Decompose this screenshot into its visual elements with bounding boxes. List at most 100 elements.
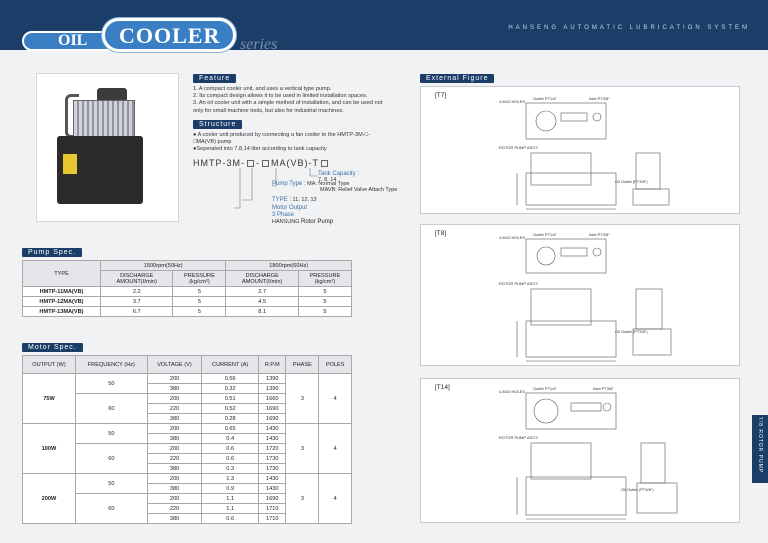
rpm-cell: 1720 xyxy=(258,443,287,454)
cooler-badge: COOLER xyxy=(102,18,236,52)
frequency-cell: 60 xyxy=(74,393,148,424)
feature-item: 3. An oil cooler unit with a simple meth… xyxy=(193,100,383,114)
pump-type-annotation: Pump Type : MA: Normal Type MAVB: Relief… xyxy=(272,181,397,193)
value-cell: 5 xyxy=(297,306,353,317)
table-row: 60 200 1.1 1690 xyxy=(23,493,352,524)
value-cell: 8.1 xyxy=(225,306,299,317)
voltage-cell: 380 xyxy=(146,463,203,474)
oil-outlet-label: Oil Outlet (PT3/8") xyxy=(621,487,654,492)
rpm-cell: 1710 xyxy=(258,503,287,514)
frequency-cell: 50 xyxy=(74,423,148,444)
motor-shape xyxy=(97,88,127,102)
model-box-2 xyxy=(262,160,269,168)
table-row: HMTP-11MA(VB) 2.2 5 2.7 5 xyxy=(22,286,353,297)
value-cell: 4.5 xyxy=(225,296,299,307)
value-cell: 5 xyxy=(297,296,353,307)
table-row: HMTP-13MA(VB) 6.7 5 8.1 5 xyxy=(22,306,353,317)
current-cell: 0.3 xyxy=(201,463,260,474)
frequency-header: FREQUENCY (Hz) xyxy=(74,355,148,374)
structure-title: Structure xyxy=(193,120,243,129)
voltage-cell: 200 xyxy=(146,423,203,434)
rpm-cell: 1660 xyxy=(258,393,287,404)
phase-label: 3 Phase xyxy=(272,212,295,218)
rpm-cell: 1430 xyxy=(258,423,287,434)
motor-assy-label: ROTOR PUMP ASS'Y xyxy=(499,145,539,150)
drawing-panel-t7: [T7] 4-M10 HOLES Outlet PT1/4" Inlet PT3… xyxy=(420,86,740,214)
inlet-label: Inlet PT3/8" xyxy=(589,232,610,237)
motor-spec-table: OUTPUT (W) FREQUENCY (Hz) VOLTAGE (V) CU… xyxy=(22,355,352,524)
tank-capacity-annotation: Tank Capacity : 7, 8, 14 xyxy=(318,171,359,183)
voltage-cell: 380 xyxy=(146,413,203,424)
feature-title: Feature xyxy=(193,74,237,83)
current-cell: 0.28 xyxy=(201,413,260,424)
phase-cell: 3 xyxy=(285,423,320,474)
voltage-cell: 220 xyxy=(146,503,203,514)
brand-label: HANSUNG xyxy=(272,219,300,225)
output-header: OUTPUT (W) xyxy=(22,355,76,374)
pump-type-cell: HMTP-13MA(VB) xyxy=(22,306,101,317)
current-cell: 1.1 xyxy=(201,503,260,514)
table-row: HMTP-12MA(VB) 3.7 5 4.5 5 xyxy=(22,296,353,307)
frequency-cell: 60 xyxy=(74,493,148,524)
table-row: 60 200 0.6 1720 xyxy=(23,443,352,474)
rpm-cell: 1390 xyxy=(258,373,287,384)
current-header: CURRENT (A) xyxy=(201,355,260,374)
structure-item: ● A cooler unit produced by connecting a… xyxy=(193,132,370,146)
structure-item: ●Seperated into 7,8,14 liter according t… xyxy=(193,146,327,153)
pump-type-cell: HMTP-11MA(VB) xyxy=(22,286,101,297)
oil-text: OIL xyxy=(58,32,88,49)
current-cell: 0.51 xyxy=(201,393,260,404)
frequency-cell: 50 xyxy=(74,373,148,394)
phase-header: PHASE xyxy=(285,355,320,374)
rpm-cell: 1690 xyxy=(258,413,287,424)
freq-50-header: 1500rpm(50Hz) xyxy=(99,260,227,271)
label-plate-shape xyxy=(63,154,77,174)
model-code: HMTP-3M--MA(VB)-T xyxy=(193,158,330,168)
outlet-label: Outlet PT1/4" xyxy=(533,232,557,237)
current-cell: 0.52 xyxy=(201,403,260,414)
rpm-cell: 1430 xyxy=(258,433,287,444)
oil-outlet-label: Oil Outlet (PT3/8") xyxy=(615,329,648,334)
technical-drawing-t14: 4-M10 HOLES Outlet PT1/4" Inlet PT3/8" R… xyxy=(499,386,678,520)
panel-tag: [T8] xyxy=(435,230,447,237)
output-cell: 100W xyxy=(22,423,76,474)
freq-60-header: 1800rpm(60Hz) xyxy=(225,260,352,271)
discharge-header: DISCHARGE AMOUNT(ℓ/min) xyxy=(225,270,299,287)
voltage-cell: 220 xyxy=(146,403,203,414)
voltage-cell: 200 xyxy=(146,473,203,484)
drawing-panel-t14: [T14] 4-M10 HOLES Outlet PT1/4" Inlet PT… xyxy=(420,378,740,523)
outlet-label: Outlet PT1/4" xyxy=(533,96,557,101)
type-values: 11, 12, 13 xyxy=(292,197,317,203)
value-cell: 2.7 xyxy=(225,286,299,297)
value-cell: 5 xyxy=(297,286,353,297)
table-row: 380 0.32 1390 xyxy=(23,383,352,394)
current-cell: 0.65 xyxy=(201,423,260,434)
poles-header: POLES xyxy=(318,355,352,374)
poles-cell: 4 xyxy=(318,473,352,524)
pump-type-ma: MA: Normal Type xyxy=(307,181,350,187)
rpm-cell: 1710 xyxy=(258,513,287,524)
rpm-cell: 1430 xyxy=(258,483,287,494)
value-cell: 5 xyxy=(172,286,227,297)
model-code-part1: HMTP-3M- xyxy=(193,158,245,168)
model-code-part2: MA(VB)-T xyxy=(271,158,319,168)
voltage-cell: 220 xyxy=(146,453,203,464)
value-cell: 2.2 xyxy=(99,286,174,297)
oil-outlet-label: Oil Outlet (PT3/8") xyxy=(615,179,648,184)
value-cell: 3.7 xyxy=(99,296,174,307)
phase-cell: 3 xyxy=(285,473,320,524)
pump-type-cell: HMTP-12MA(VB) xyxy=(22,296,101,307)
motor-spec-title: Motor Spec. xyxy=(22,343,83,352)
rpm-cell: 1390 xyxy=(258,383,287,394)
cooler-fins-shape xyxy=(73,100,135,142)
value-cell: 5 xyxy=(172,296,227,307)
current-cell: 0.56 xyxy=(201,373,260,384)
pump-type-label: Pump Type : xyxy=(272,181,306,187)
model-box-1 xyxy=(247,160,254,168)
tank-capacity-label: Tank Capacity : xyxy=(318,171,360,177)
panel-tag: [T7] xyxy=(435,92,447,99)
holes-label: 4-M10 HOLES xyxy=(499,389,525,394)
table-row: 75W 50 200 0.56 1390 3 4 xyxy=(22,373,352,424)
frequency-cell: 50 xyxy=(74,473,148,494)
voltage-cell: 380 xyxy=(146,483,203,494)
